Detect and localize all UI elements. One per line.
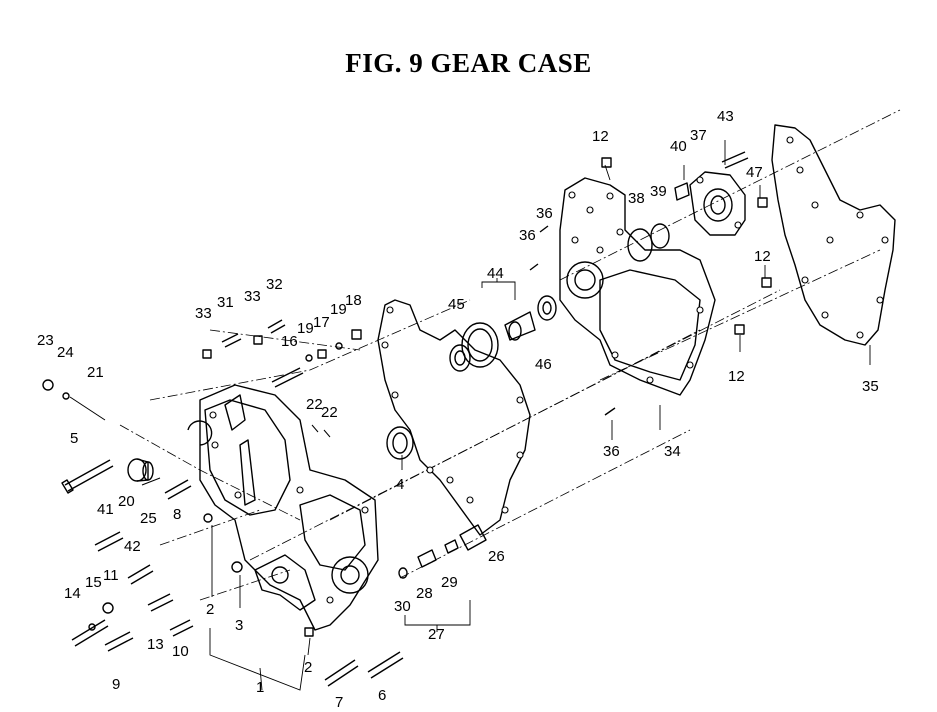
callout-30: 30 xyxy=(394,598,411,615)
callout-39: 39 xyxy=(650,183,667,200)
plug-part-20 xyxy=(127,458,154,482)
callout-31: 31 xyxy=(217,294,234,311)
callout-35: 35 xyxy=(862,378,879,395)
callout-28: 28 xyxy=(416,585,433,602)
callout-23: 23 xyxy=(37,332,54,349)
leader-lines xyxy=(209,140,871,691)
figure-title: FIG. 9 GEAR CASE xyxy=(345,48,592,78)
callout-25: 25 xyxy=(140,510,157,527)
callout-16: 16 xyxy=(281,333,298,350)
gasket-part-35 xyxy=(771,124,896,346)
housing-part-37 xyxy=(674,171,746,236)
callout-22: 22 xyxy=(321,404,338,421)
callout-5: 5 xyxy=(70,430,78,447)
callout-12: 12 xyxy=(728,368,745,385)
callout-45: 45 xyxy=(448,296,465,313)
callout-32: 32 xyxy=(266,276,283,293)
callout-10: 10 xyxy=(172,643,189,660)
callout-26: 26 xyxy=(488,548,505,565)
callout-19: 19 xyxy=(297,320,314,337)
callout-36: 36 xyxy=(536,205,553,222)
callout-14: 14 xyxy=(64,585,81,602)
callout-8: 8 xyxy=(173,506,181,523)
callout-34: 34 xyxy=(664,443,681,460)
callout-3: 3 xyxy=(235,617,243,634)
gasket-part-26 xyxy=(377,299,531,536)
idler-gear-assembly xyxy=(449,295,557,372)
callout-29: 29 xyxy=(441,574,458,591)
callout-17: 17 xyxy=(313,314,330,331)
callout-12: 12 xyxy=(754,248,771,265)
callout-12: 12 xyxy=(592,128,609,145)
bolts xyxy=(61,151,749,687)
callout-9: 9 xyxy=(112,676,120,693)
callout-24: 24 xyxy=(57,344,74,361)
callout-40: 40 xyxy=(670,138,687,155)
small-hardware xyxy=(42,157,772,637)
callout-36: 36 xyxy=(519,227,536,244)
callout-2: 2 xyxy=(304,659,312,676)
callout-46: 46 xyxy=(535,356,552,373)
callout-20: 20 xyxy=(118,493,135,510)
callout-36: 36 xyxy=(603,443,620,460)
callout-37: 37 xyxy=(690,127,707,144)
callout-41: 41 xyxy=(97,501,114,518)
callout-4: 4 xyxy=(396,476,404,493)
callout-33: 33 xyxy=(244,288,261,305)
callout-44: 44 xyxy=(487,265,504,282)
callout-7: 7 xyxy=(335,694,343,711)
callout-15: 15 xyxy=(85,574,102,591)
callout-18: 18 xyxy=(345,292,362,309)
callout-13: 13 xyxy=(147,636,164,653)
oil-seal-part-4 xyxy=(386,426,414,460)
front-cover-part-34 xyxy=(559,177,716,396)
callout-47: 47 xyxy=(746,164,763,181)
callout-43: 43 xyxy=(717,108,734,125)
callout-42: 42 xyxy=(124,538,141,555)
callout-27: 27 xyxy=(428,626,445,643)
callout-21: 21 xyxy=(87,364,104,381)
callout-1: 1 xyxy=(256,679,264,696)
callout-2: 2 xyxy=(206,601,214,618)
callout-6: 6 xyxy=(378,687,386,704)
gear-case-body xyxy=(187,384,379,631)
callout-38: 38 xyxy=(628,190,645,207)
callout-labels: 1 2 2 2 3 4 5 6 7 8 9 10 11 12 12 12 13 … xyxy=(37,108,879,711)
callout-19: 19 xyxy=(330,301,347,318)
callout-22: 22 xyxy=(306,396,323,413)
callout-33: 33 xyxy=(195,305,212,322)
o-rings xyxy=(627,223,670,262)
callout-11: 11 xyxy=(103,567,119,584)
